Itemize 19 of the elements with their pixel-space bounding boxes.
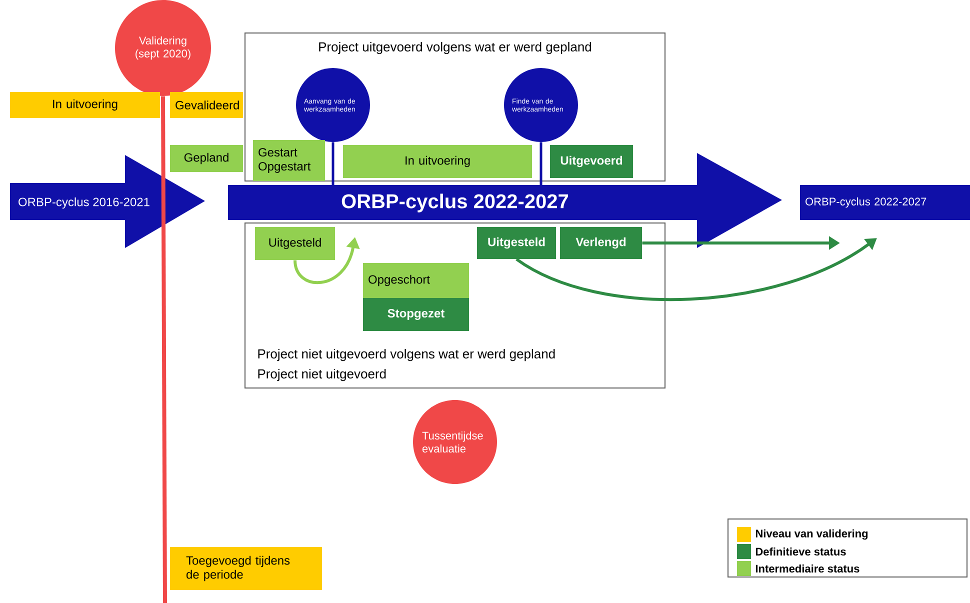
status-box: Uitgevoerd [550, 145, 633, 178]
connector-line [540, 142, 542, 186]
status-box: Gepland [170, 145, 243, 172]
status-box: Uitgesteld [477, 227, 556, 259]
status-box: In uitvoering [343, 145, 532, 178]
connector-line [161, 96, 167, 603]
status-box: Opgeschort [363, 263, 469, 298]
legend-label: Definitieve status [756, 547, 846, 556]
legend-label: Intermediaire status [756, 564, 860, 573]
status-box: Toegevoegd tijdens de periode [170, 547, 322, 590]
status-box: Gevalideerd [170, 92, 243, 118]
status-box: Gestart Opgestart [253, 140, 325, 181]
cycle-box: ORBP-cyclus 2022-2027 [800, 185, 970, 220]
status-box: Verlengd [560, 227, 642, 259]
legend-label: Niveau van validering [756, 529, 868, 540]
status-box: Uitgesteld [255, 227, 335, 260]
status-box: Stopgezet [363, 298, 469, 331]
status-box: In uitvoering [10, 92, 160, 118]
connector-line [332, 142, 334, 186]
